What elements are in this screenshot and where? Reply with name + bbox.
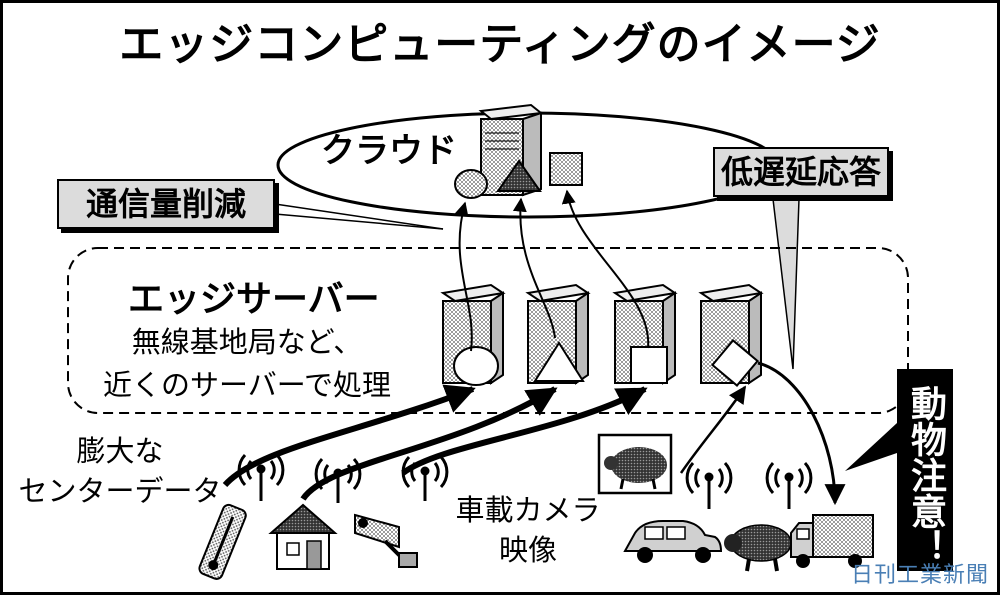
reduction-callout-pointer (274, 203, 444, 230)
edge-region (67, 247, 909, 414)
wild-animal-icon (724, 524, 792, 572)
latency-callout-pointer (772, 198, 800, 370)
animal-photo-icon (597, 433, 673, 495)
cloud-circle-data-icon (454, 169, 488, 199)
traffic-reduction-callout: 通信量削減 (57, 179, 275, 229)
arrow-camera-to-edge (401, 386, 648, 476)
security-camera-icon (354, 513, 418, 568)
warning-pointer (845, 423, 897, 471)
car-icon (623, 520, 723, 563)
house-icon (268, 503, 338, 570)
diagram-title: エッジコンピューティングのイメージ (119, 19, 881, 70)
cloud-label: クラウド (321, 131, 457, 171)
edge-circle-data-icon (453, 346, 499, 386)
edge-square-data-icon (630, 346, 668, 384)
edge-diamond-data-icon (711, 339, 759, 387)
cloud-triangle-data-icon (496, 159, 542, 192)
antenna-5-icon (765, 461, 813, 509)
diagram-artwork (67, 103, 909, 580)
antenna-1-icon (237, 453, 285, 501)
reduction-callout-pointer-2 (274, 213, 444, 230)
antenna-4-icon (685, 461, 733, 509)
arrow-circle-to-cloud (454, 201, 473, 352)
edge-triangle-data-icon (533, 341, 585, 382)
arrow-triangle-to-cloud (512, 197, 556, 339)
antenna-3-icon (401, 455, 449, 501)
big-data-label: 膨大な センターデータ (18, 434, 222, 508)
animal-warning-badge: 動物注意！ (897, 369, 953, 571)
edge-server-title: エッジサーバー (128, 279, 380, 320)
low-latency-callout: 低遅延応答 (713, 147, 889, 197)
car-camera-label: 車載カメラ 映像 (455, 493, 601, 567)
thermometer-icon (198, 503, 247, 580)
arrow-square-to-cloud (561, 189, 650, 349)
edge-server-description: 無線基地局など、 近くのサーバーで処理 (103, 325, 391, 402)
arrow-carcam-to-edge (679, 385, 747, 474)
arrow-edge-to-truck (757, 361, 846, 506)
cloud-square-data-icon (549, 152, 583, 186)
publisher-credit: 日刊工業新聞 (850, 562, 989, 588)
truck-icon (790, 514, 874, 568)
antenna-2-icon (314, 457, 362, 503)
arrow-thermometer-to-edge (222, 384, 476, 488)
